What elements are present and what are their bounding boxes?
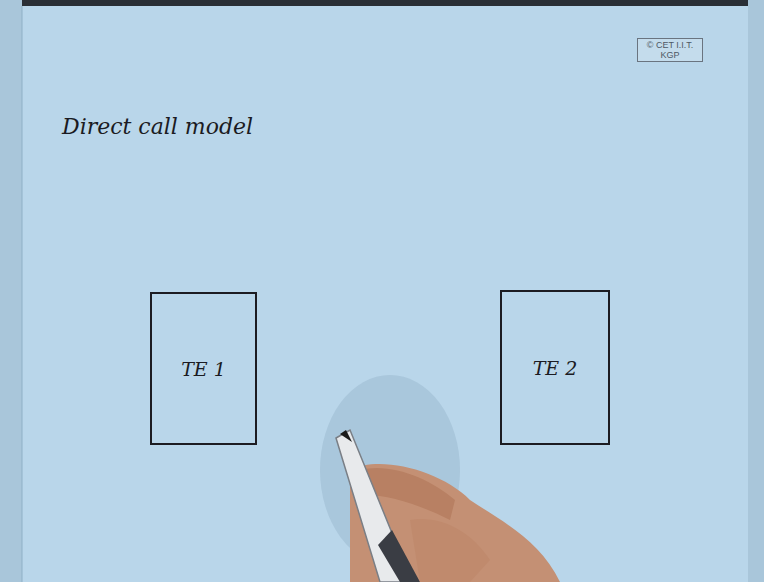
box-label: TE 2	[533, 357, 578, 379]
copyright-stamp: © CET I.I.T. KGP	[637, 38, 703, 62]
diagram-title: Direct call model	[62, 114, 253, 139]
terminal-box: TE 2	[500, 290, 610, 445]
terminal-box: TE 1	[150, 292, 257, 445]
box-label: TE 1	[181, 358, 226, 380]
